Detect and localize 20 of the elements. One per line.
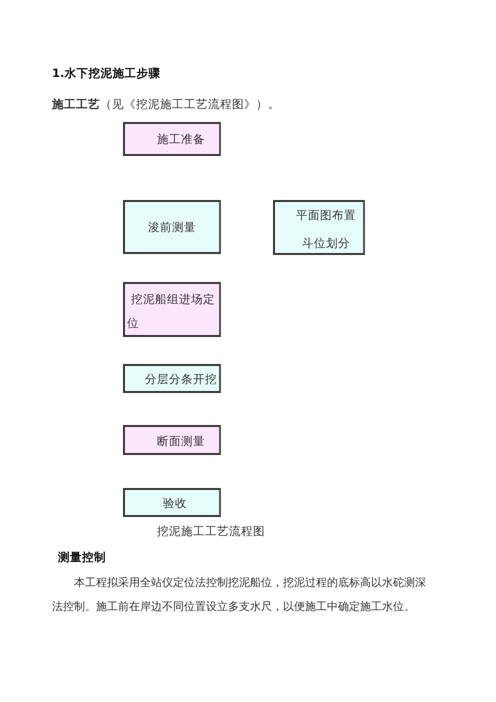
box-text: 验收 xyxy=(163,495,187,511)
box-text: 浚前测量 xyxy=(148,219,196,235)
box-text: 挖泥船组进场定位 xyxy=(127,291,216,332)
box-text: 断面测量 xyxy=(157,433,205,449)
box-text: 施工准备 xyxy=(157,131,205,147)
process-box xyxy=(123,282,221,337)
section-title: 1.水下挖泥施工步骤 xyxy=(52,66,160,81)
process-box xyxy=(123,425,221,455)
intro-text: 施工工艺（见《挖泥施工工艺流程图》）。 xyxy=(52,96,280,112)
process-box xyxy=(123,364,221,393)
process-box xyxy=(123,200,221,254)
figure-caption: 挖泥施工工艺流程图 xyxy=(157,523,265,539)
process-box xyxy=(273,200,365,255)
box-text: 斗位划分 xyxy=(301,235,350,251)
section-heading: 测量控制 xyxy=(58,549,106,565)
body-paragraph: 本工程拟采用全站仪定位法控制挖泥船位，挖泥过程的底标高以水砣测深法控制。施工前在岸边不同位置设立多支水尺，以便施工中确定施工水位。 xyxy=(52,575,427,615)
process-box xyxy=(123,488,221,517)
box-text: 平面图布置 xyxy=(296,207,356,223)
process-box xyxy=(123,122,221,156)
box-text: 分层分条开挖 xyxy=(145,371,217,387)
